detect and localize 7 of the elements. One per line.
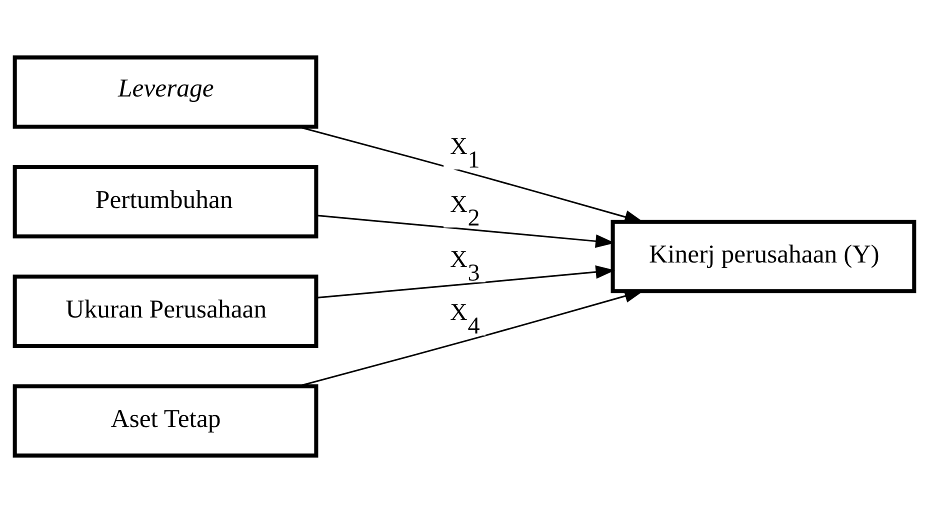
arrow [316, 214, 615, 248]
node-box: Kinerj perusahaan (Y) [610, 219, 916, 293]
node-box: Aset Tetap [12, 384, 318, 458]
node-box: Leverage [12, 54, 318, 128]
node-box: Ukuran Perusahaan [12, 274, 318, 348]
node-box: Pertumbuhan [12, 164, 318, 238]
arrow [316, 264, 616, 298]
